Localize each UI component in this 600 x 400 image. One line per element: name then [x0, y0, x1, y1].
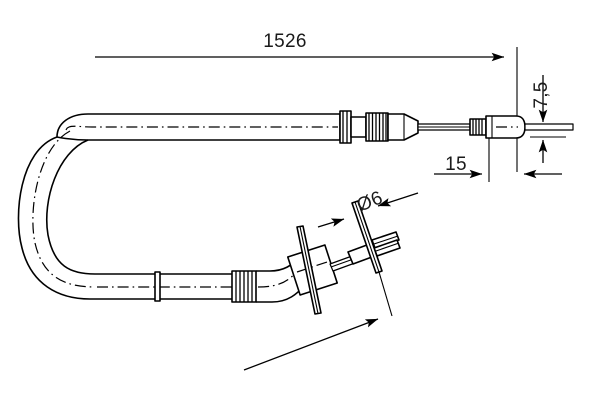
u-bend-centerline: [32, 130, 96, 288]
dimension-line-d6-left: [317, 218, 345, 228]
connecting-rod-centerline: [330, 258, 354, 268]
upper-cable-assembly: [56, 110, 574, 144]
cable-u-bend: [17, 130, 96, 300]
dimension-label-overall-length: 1526: [263, 31, 306, 52]
u-bend-inner-wall: [46, 139, 96, 275]
upper-cable-centerline: [65, 125, 338, 131]
lower-cable-assembly: [90, 200, 401, 315]
lower-collar-left: [154, 271, 161, 302]
bracket-plate-centerline: [296, 260, 331, 273]
upper-ferrule-body: [339, 110, 352, 144]
conical-transition: [387, 113, 419, 141]
dimension-line-diagonal: [243, 318, 379, 371]
dimension-overall-length: 1526: [95, 31, 518, 172]
dimension-label-end-offset: 7,5: [531, 81, 552, 108]
dimension-label-end-length: 15: [445, 154, 467, 175]
dimension-end-offset: 7,5: [530, 75, 566, 163]
end-tail-rod: [524, 123, 574, 131]
u-bend-outer-wall: [17, 136, 91, 300]
upper-connector-tube: [350, 116, 367, 138]
fork-inner-line-1: [373, 235, 399, 245]
dimension-pin-diameter: Ø6: [317, 187, 419, 228]
fork-pin-centerline: [354, 201, 380, 273]
pin-shaft-centerline: [299, 226, 319, 314]
dimension-end-length: 15: [434, 133, 562, 182]
clevis-pin: [296, 225, 322, 315]
lower-diagonal-dimension: [243, 271, 393, 371]
fork-inner-line-2: [375, 242, 400, 252]
dimension-line-d6-right: [377, 192, 419, 207]
fork-pin: [351, 200, 383, 274]
extension-line-diagonal-right: [378, 271, 393, 317]
